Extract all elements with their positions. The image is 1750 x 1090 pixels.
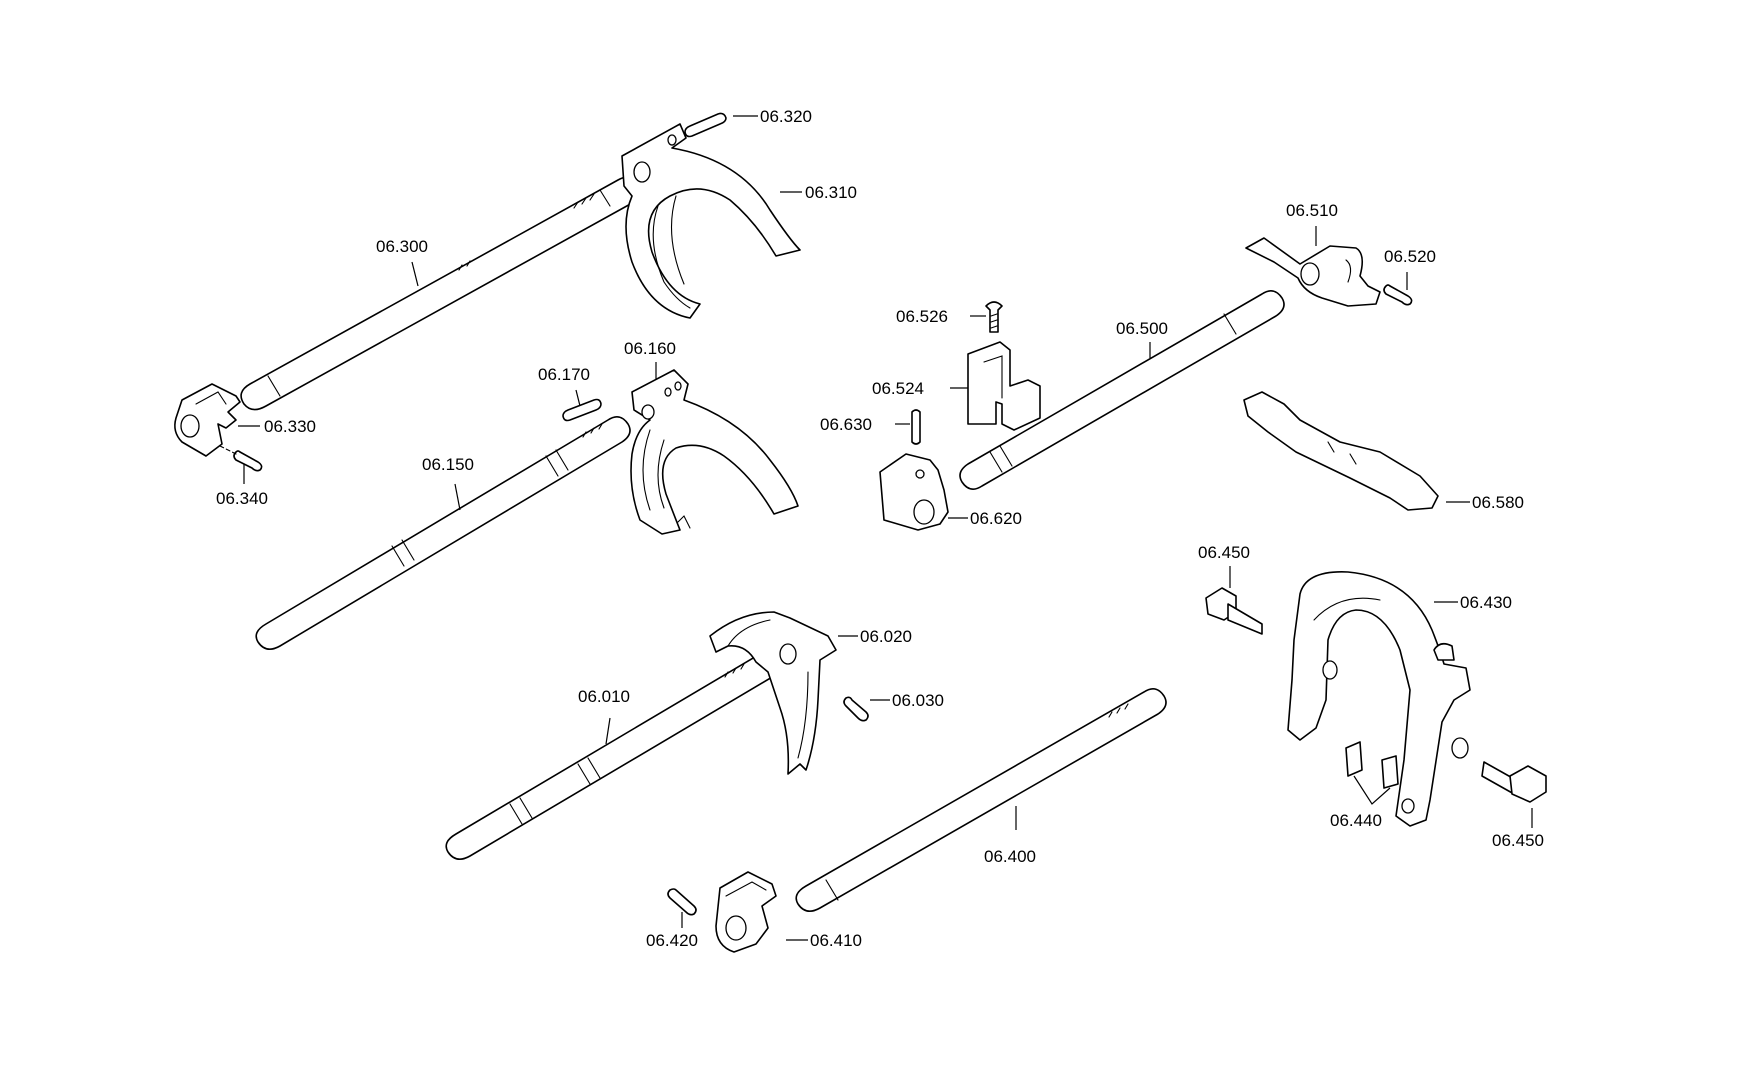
label-06-330: 06.330 [264, 417, 316, 436]
label-06-160: 06.160 [624, 339, 676, 358]
label-06-340: 06.340 [216, 489, 268, 508]
label-06-170: 06.170 [538, 365, 590, 384]
shift-block-06-410 [715, 871, 777, 953]
shift-block-06-330 [174, 383, 241, 457]
shift-rod-06-400 [795, 688, 1167, 912]
shift-lever-06-510 [1245, 237, 1381, 307]
label-06-500: 06.500 [1116, 319, 1168, 338]
pin-06-170 [562, 398, 602, 422]
pin-06-030 [843, 696, 869, 722]
label-06-450-top: 06.450 [1198, 543, 1250, 562]
detent-bar-06-580 [1243, 391, 1439, 511]
shift-fork-06-310 [621, 123, 801, 319]
shift-fork-06-430 [1287, 571, 1471, 827]
label-06-450-bottom: 06.450 [1492, 831, 1544, 850]
screw-06-526 [985, 301, 1003, 333]
label-06-320: 06.320 [760, 107, 812, 126]
label-06-030: 06.030 [892, 691, 944, 710]
label-06-010: 06.010 [578, 687, 630, 706]
bolt-06-450-bottom [1481, 761, 1547, 803]
shift-rod-06-150 [255, 416, 631, 650]
shift-rod-06-500 [959, 290, 1285, 490]
label-06-440: 06.440 [1330, 811, 1382, 830]
label-06-430: 06.430 [1460, 593, 1512, 612]
label-06-520: 06.520 [1384, 247, 1436, 266]
shift-block-06-620 [879, 453, 949, 531]
label-06-620: 06.620 [970, 509, 1022, 528]
label-06-526: 06.526 [896, 307, 948, 326]
label-06-410: 06.410 [810, 931, 862, 950]
shift-fork-06-020 [709, 611, 837, 775]
shift-fork-06-160 [630, 369, 799, 535]
label-06-310: 06.310 [805, 183, 857, 202]
pin-06-520 [1383, 284, 1413, 306]
pin-06-340 [219, 445, 263, 472]
pin-06-320 [684, 112, 727, 138]
label-06-150: 06.150 [422, 455, 474, 474]
label-06-630: 06.630 [820, 415, 872, 434]
leader-lines [238, 115, 1533, 941]
shift-rod-06-010 [445, 644, 793, 860]
label-06-524: 06.524 [872, 379, 924, 398]
pads-06-440 [1345, 741, 1399, 789]
label-06-020: 06.020 [860, 627, 912, 646]
bracket-06-524 [967, 341, 1041, 431]
pin-06-420 [667, 888, 697, 916]
label-06-580: 06.580 [1472, 493, 1524, 512]
bolt-06-450-top [1205, 587, 1263, 635]
label-06-510: 06.510 [1286, 201, 1338, 220]
label-06-300: 06.300 [376, 237, 428, 256]
label-06-420: 06.420 [646, 931, 698, 950]
pin-06-630 [911, 409, 921, 445]
label-06-400: 06.400 [984, 847, 1036, 866]
